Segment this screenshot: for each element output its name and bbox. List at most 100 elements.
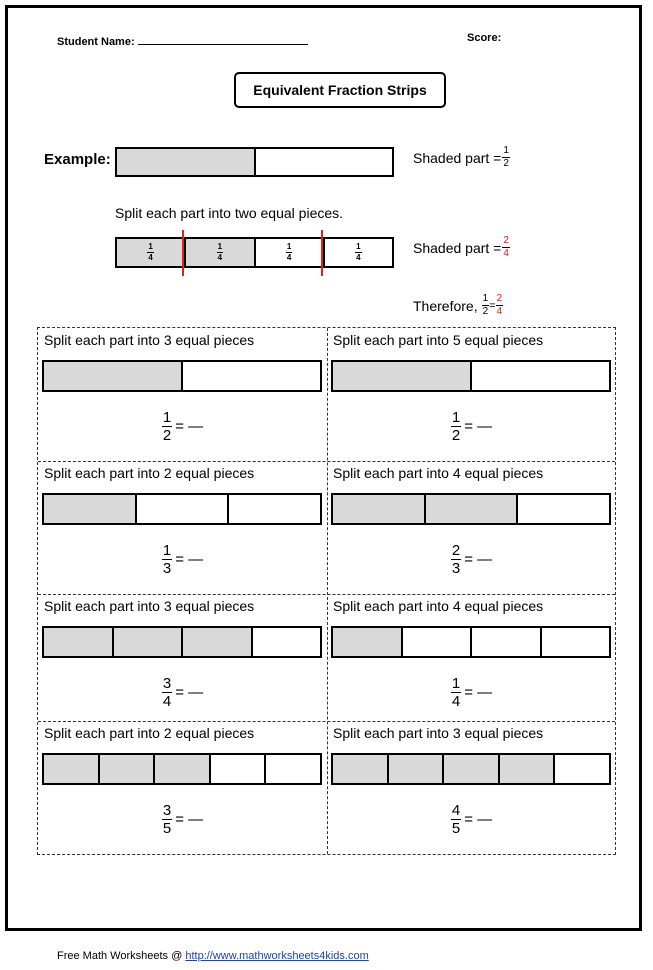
answer-blank[interactable]: = — (464, 811, 493, 828)
fraction-strip (42, 753, 322, 785)
strip-segment (253, 628, 321, 656)
footer: Free Math Worksheets @ http://www.mathwo… (57, 950, 369, 962)
strip-segment (472, 628, 542, 656)
strip-segment (183, 362, 320, 390)
split-instruction: Split each part into two equal pieces. (115, 205, 344, 221)
fraction-numerator: 2 (450, 542, 462, 560)
strip-segment-shaded (425, 495, 519, 523)
example-strip-halves (115, 147, 394, 177)
strip-segment (256, 149, 393, 175)
strip-segment-shaded (499, 755, 556, 783)
answer-blank[interactable]: = — (175, 811, 204, 828)
strip-segment-shaded (333, 628, 403, 656)
grid-divider (327, 328, 328, 854)
fraction-strip (331, 360, 611, 392)
fraction-numerator: 3 (161, 675, 173, 693)
page-border (5, 5, 642, 931)
fraction-strip (42, 626, 322, 658)
strip-segment-shaded (333, 362, 472, 390)
red-divider-line (321, 230, 323, 276)
exercise-instruction: Split each part into 4 equal pieces (333, 465, 544, 481)
fraction-denominator: 2 (451, 427, 461, 444)
answer-blank[interactable]: = — (464, 418, 493, 435)
fraction-denominator: 2 (162, 427, 172, 444)
exercise-instruction: Split each part into 2 equal pieces (44, 725, 255, 741)
red-divider-line (182, 230, 184, 276)
student-name-field: Student Name: (57, 32, 308, 48)
strip-segment-shaded (444, 755, 500, 783)
equals-sign: = (489, 299, 496, 312)
strip-segment-shaded (99, 755, 156, 783)
footer-link[interactable]: http://www.mathworksheets4kids.com (185, 950, 369, 962)
fraction-denominator: 3 (451, 560, 461, 577)
example-label: Example: (44, 151, 111, 168)
exercise-instruction: Split each part into 3 equal pieces (333, 725, 544, 741)
fraction-denominator: 5 (451, 820, 461, 837)
fraction-strip (331, 753, 611, 785)
strip-segment (211, 755, 267, 783)
fraction-denominator: 4 (162, 693, 172, 710)
strip-segment (403, 628, 472, 656)
strip-segment-shaded (155, 755, 211, 783)
answer-blank[interactable]: = — (464, 684, 493, 701)
fraction-strip (331, 493, 611, 525)
exercise-instruction: Split each part into 3 equal pieces (44, 332, 255, 348)
grid-divider (38, 721, 615, 722)
strip-segment (518, 495, 609, 523)
strip-segment-shaded (44, 362, 183, 390)
answer-blank[interactable]: = — (175, 684, 204, 701)
answer-blank[interactable]: = — (464, 551, 493, 568)
strip-segment-shaded (333, 495, 426, 523)
exercise-instruction: Split each part into 2 equal pieces (44, 465, 255, 481)
fraction-denominator: 4 (451, 693, 461, 710)
score-label: Score: (467, 32, 502, 44)
fraction-one-half: 1 2 (481, 293, 490, 317)
exercise-instruction: Split each part into 3 equal pieces (44, 598, 255, 614)
fraction-denominator: 5 (162, 820, 172, 837)
answer-blank[interactable]: = — (175, 418, 204, 435)
footer-text: Free Math Worksheets @ (57, 950, 186, 962)
fraction-numerator: 1 (161, 542, 173, 560)
shaded-part-quarters: Shaded part = 2 4 (413, 236, 510, 259)
fraction-numerator: 3 (161, 802, 173, 820)
grid-divider (38, 594, 615, 595)
fraction-numerator: 4 (450, 802, 462, 820)
fraction-two-quarters: 2 4 (502, 235, 510, 259)
answer-blank[interactable]: = — (175, 551, 204, 568)
student-name-blank[interactable] (137, 32, 308, 45)
therefore-statement: Therefore, 1 2 = 2 4 (413, 293, 504, 317)
student-name-label: Student Name: (57, 36, 135, 48)
shaded-part-half: Shaded part = 1 2 (413, 146, 510, 169)
fraction-numerator: 1 (161, 409, 173, 427)
fraction-numerator: 1 (450, 409, 462, 427)
strip-segment (229, 495, 320, 523)
shaded-part-text: Shaded part = (413, 239, 502, 256)
